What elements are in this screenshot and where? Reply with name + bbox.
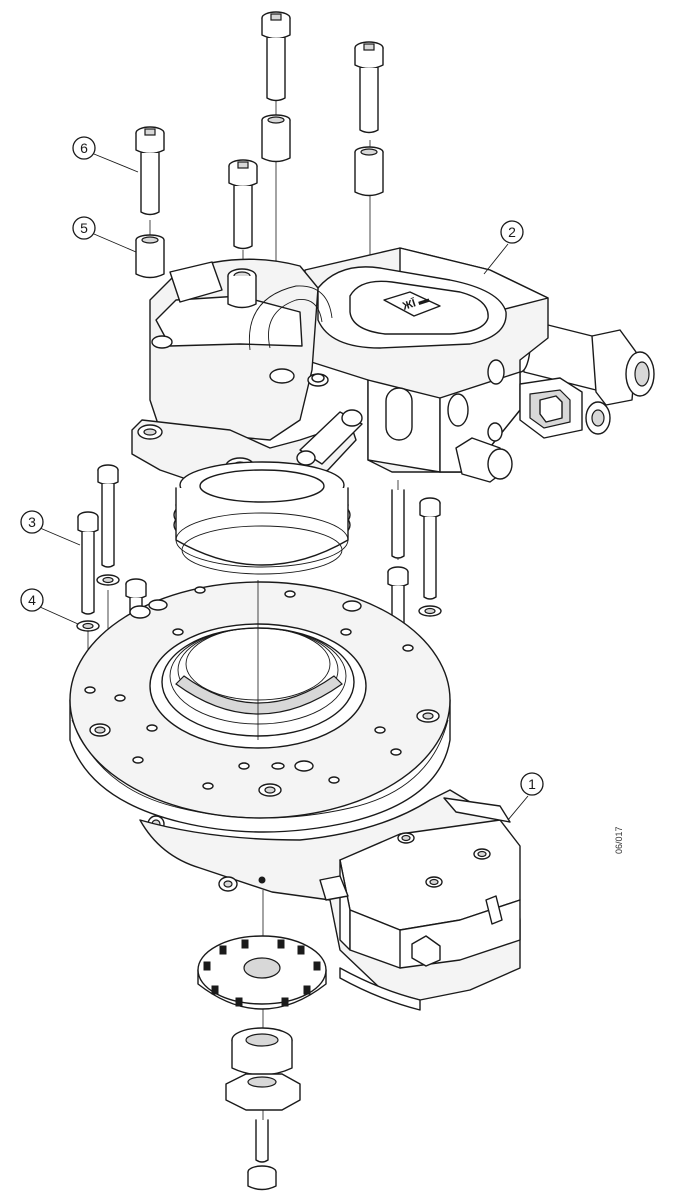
callout-1-label: 1 xyxy=(528,776,536,792)
top-spacer-center xyxy=(261,114,291,163)
callout-3-label: 3 xyxy=(28,514,36,530)
callout-2: 2 xyxy=(483,220,524,275)
callout-2-label: 2 xyxy=(508,224,516,240)
callout-6: 6 xyxy=(72,136,139,173)
top-screw-center xyxy=(261,11,291,265)
callout-3: 3 xyxy=(20,510,81,546)
callout-1: 1 xyxy=(507,772,544,821)
cam-housing xyxy=(131,258,363,495)
top-screw-right xyxy=(354,41,384,265)
nut xyxy=(225,1073,301,1111)
callout-5: 5 xyxy=(72,216,137,253)
flange-holes xyxy=(84,586,440,797)
callout-4-label: 4 xyxy=(28,592,36,608)
seal-ring xyxy=(173,461,351,575)
top-spacer-right xyxy=(354,146,384,197)
bottom-screw xyxy=(247,1119,277,1191)
callout-6-label: 6 xyxy=(80,140,88,156)
hub xyxy=(231,1027,293,1076)
top-screw-inner xyxy=(228,159,258,470)
callout-4: 4 xyxy=(20,588,79,625)
callout-5-label: 5 xyxy=(80,220,88,236)
rotary-flange xyxy=(69,581,451,833)
drive-housing xyxy=(139,789,521,1011)
drawing-code: 06/017 xyxy=(614,826,624,854)
cam-disc xyxy=(197,935,327,1010)
screw-6 xyxy=(135,126,165,235)
valve-actuator-assembly: ЖĪ ▬ xyxy=(304,247,655,483)
spacer-5 xyxy=(135,234,165,279)
